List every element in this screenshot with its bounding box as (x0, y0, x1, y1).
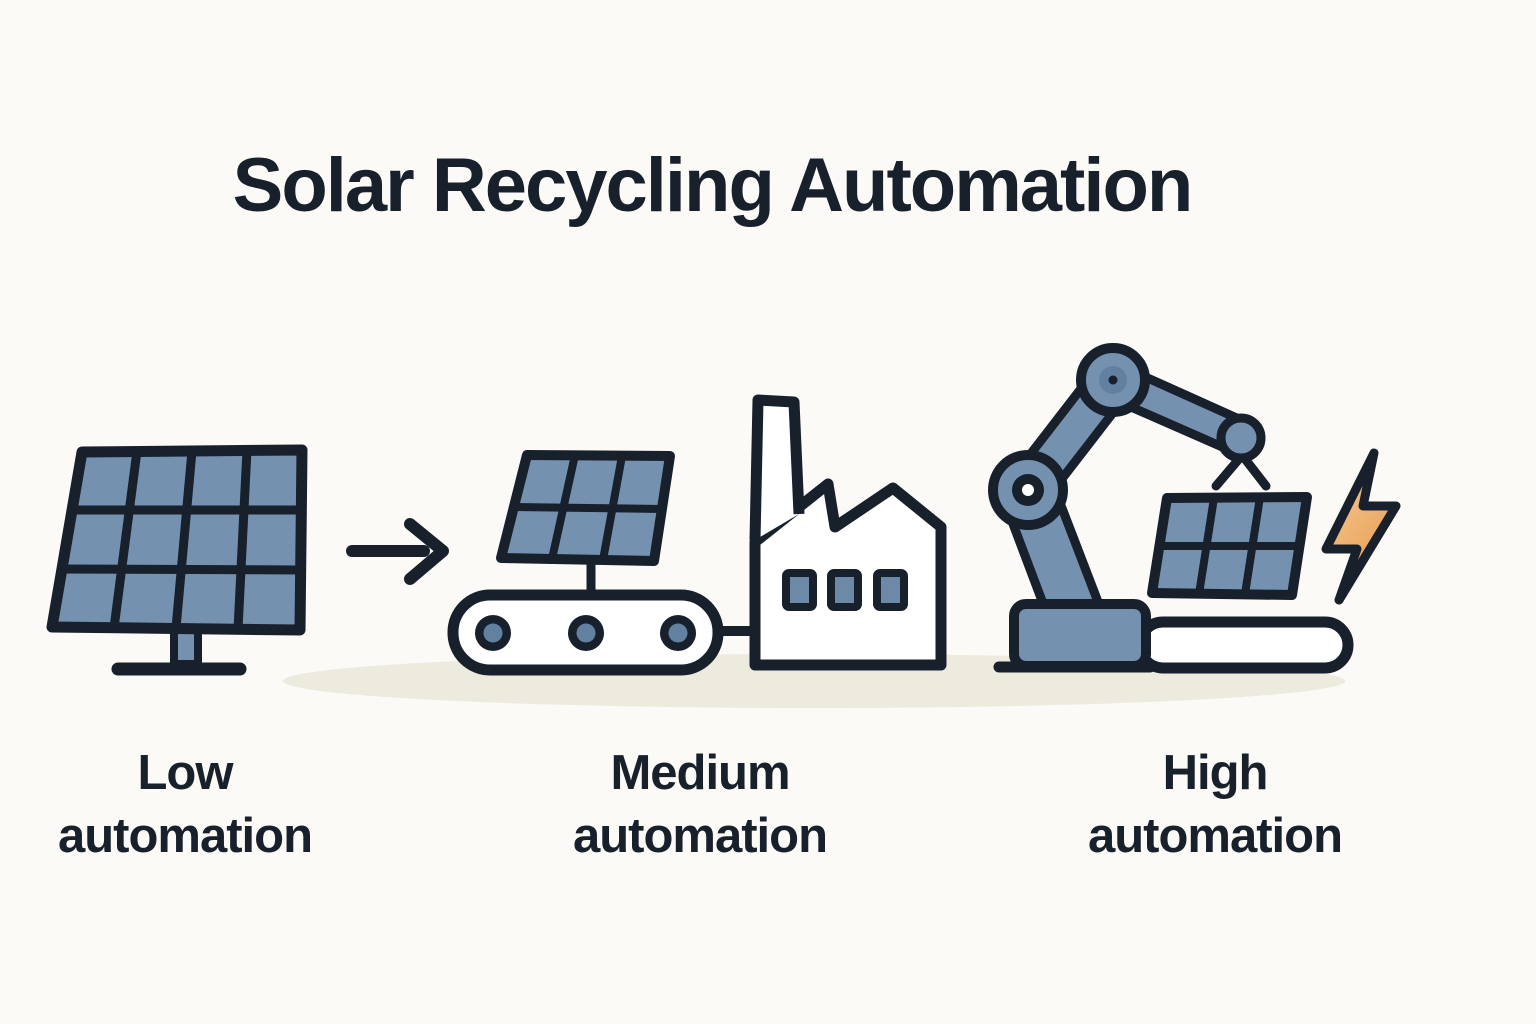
factory-icon (749, 394, 947, 671)
stage-label-medium-automation: Medium automation (540, 742, 860, 868)
right-arrow-icon (346, 518, 449, 585)
stage-label-line: automation (572, 809, 828, 863)
stage-label-line: automation (1087, 809, 1343, 863)
recycled-solar-panel-icon (1147, 492, 1312, 600)
panel-grid (57, 445, 306, 634)
panel-grid (1155, 493, 1304, 598)
robot-wrist-joint (1216, 413, 1266, 463)
conveyor-belt-icon (447, 589, 724, 676)
robot-elbow-joint (1076, 343, 1150, 417)
robot-gripper (1211, 413, 1271, 491)
stage-label-line: Medium (610, 746, 790, 800)
stage-label-high-automation: High automation (1050, 742, 1380, 868)
stage-label-line: Low (137, 746, 234, 800)
lightning-bolt-icon (1321, 448, 1401, 605)
robot-arm-icon (988, 343, 1271, 671)
output-table (1134, 616, 1354, 674)
factory-chimney (749, 394, 805, 541)
page-title: Solar Recycling Automation (232, 143, 1194, 228)
robot-shoulder-joint (988, 450, 1068, 530)
solar-panel-icon (46, 444, 308, 676)
stage-label-line: High (1162, 746, 1269, 800)
robot-base (1009, 599, 1151, 671)
stage-label-low-automation: Low automation (30, 742, 340, 868)
robot-arm-solar-panel-lightning-icon (988, 343, 1401, 674)
solar-panel-conveyor-factory-icon (447, 394, 947, 676)
factory-windows (782, 569, 908, 611)
conveyor-panel-grid (510, 451, 666, 564)
stage-label-line: automation (57, 809, 313, 863)
